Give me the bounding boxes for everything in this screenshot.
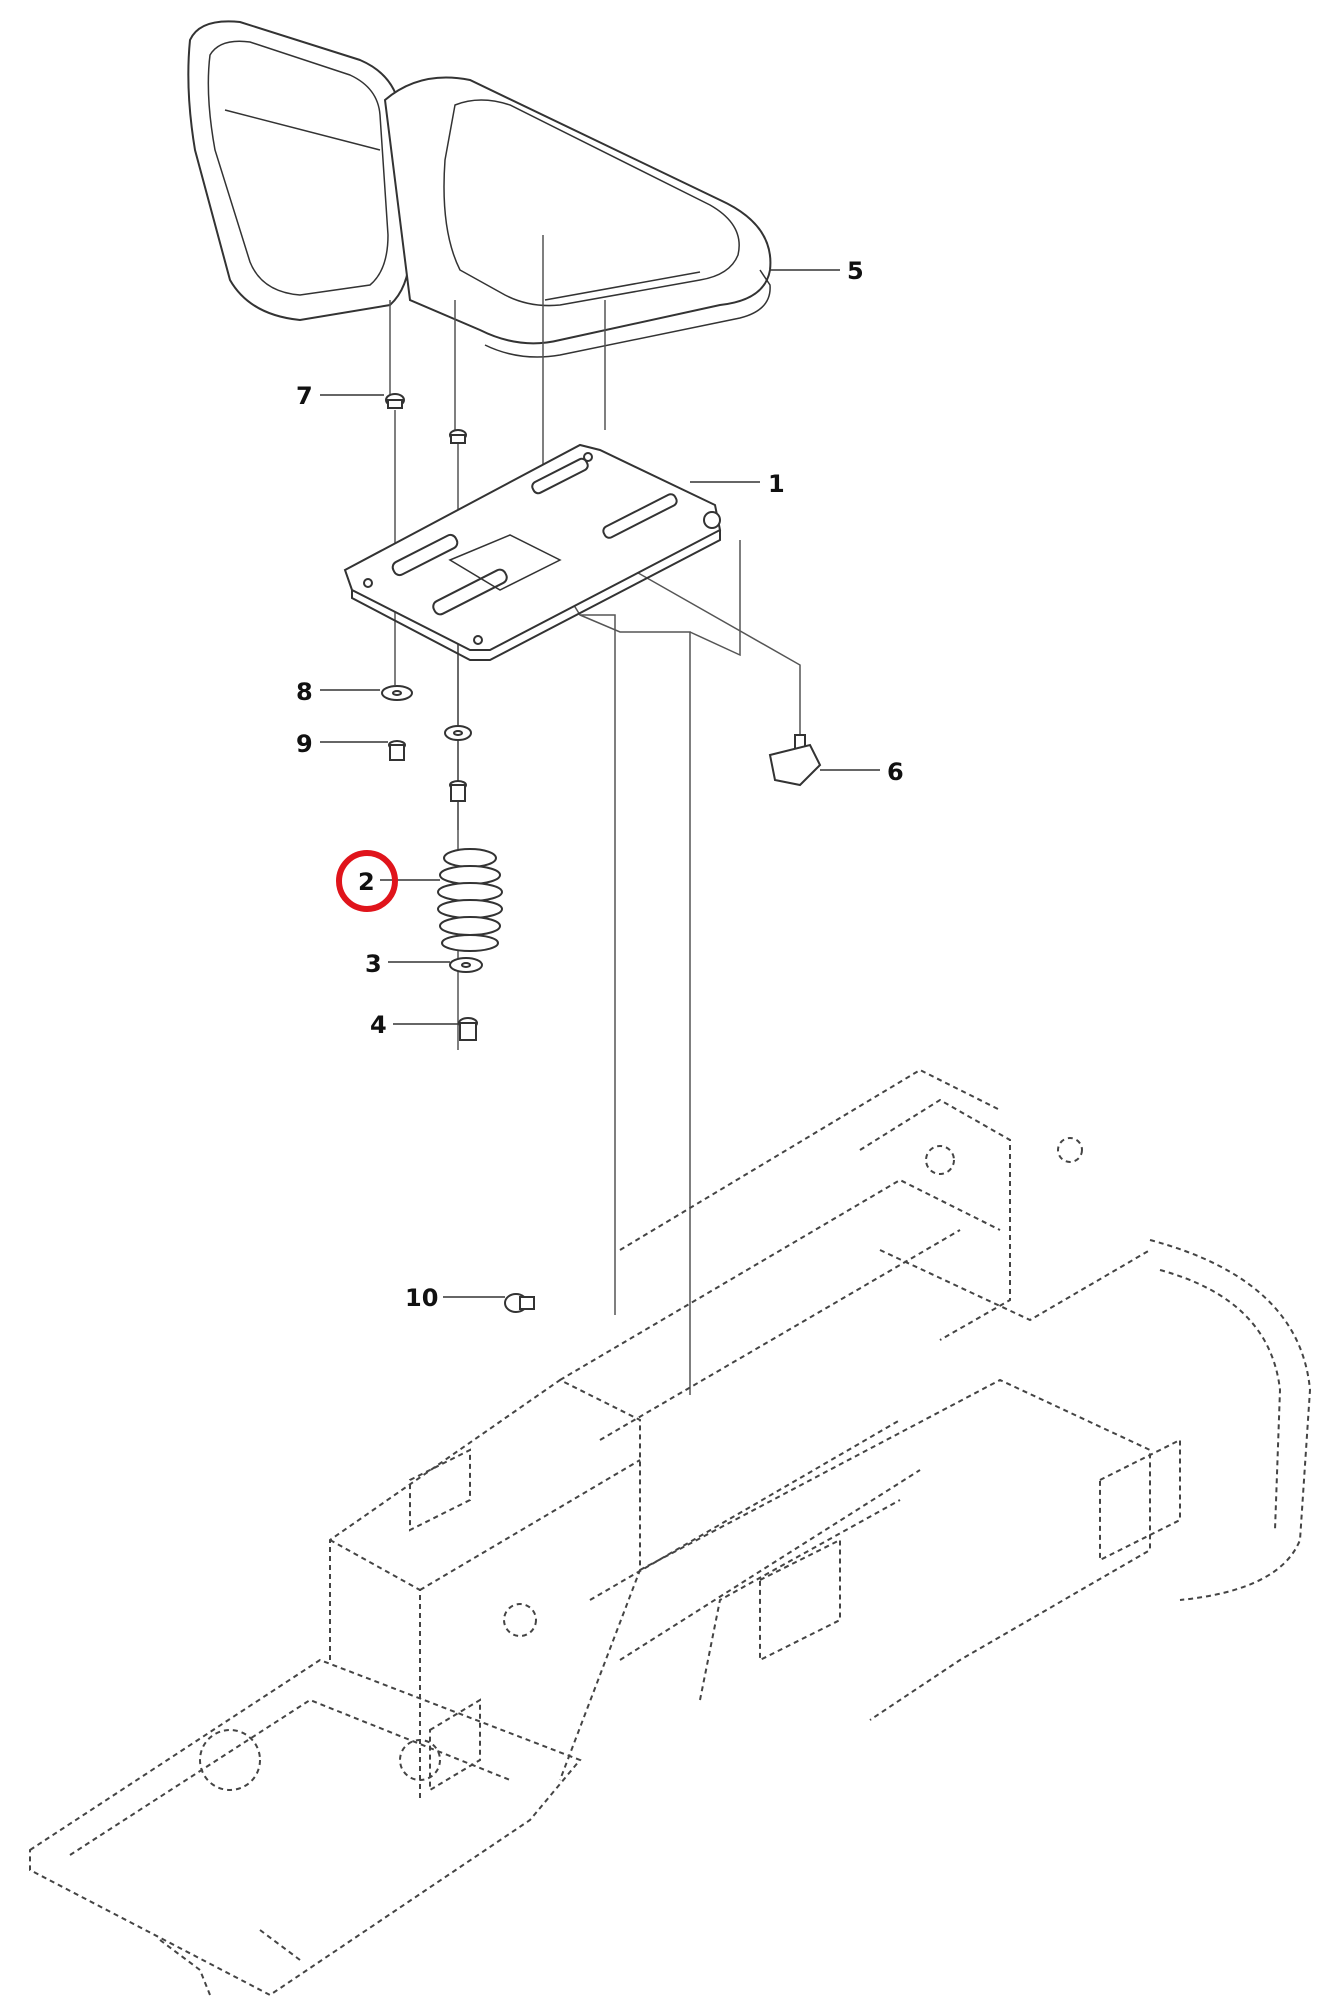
seat — [187, 20, 772, 358]
callout-leaders — [320, 269, 880, 1298]
callout-1: 1 — [768, 470, 785, 498]
seat-plate — [343, 443, 722, 661]
callout-9: 9 — [296, 730, 313, 758]
callout-8: 8 — [296, 678, 313, 706]
seat-switch — [768, 734, 822, 787]
callout-3: 3 — [365, 950, 382, 978]
spring — [437, 848, 503, 952]
washer-3 — [449, 957, 483, 973]
nut-7 — [385, 393, 405, 409]
callout-5: 5 — [847, 257, 864, 285]
nut-top — [449, 429, 467, 444]
bolt-9 — [388, 740, 406, 761]
bolt-4 — [458, 1017, 478, 1041]
chassis-frame — [29, 1068, 1312, 1997]
callout-7: 7 — [296, 382, 313, 410]
highlight-circle — [336, 850, 398, 912]
washer-8 — [381, 685, 413, 701]
callout-labels: 5 1 7 8 9 2 3 4 6 10 — [296, 257, 904, 1312]
bolt-mid — [449, 780, 467, 802]
knob-10 — [504, 1293, 535, 1313]
callout-6: 6 — [887, 758, 904, 786]
callout-4: 4 — [370, 1011, 387, 1039]
washer-mid — [444, 725, 472, 741]
callout-2: 2 — [358, 868, 375, 896]
assembly-lines — [389, 235, 801, 1395]
callout-10: 10 — [405, 1284, 438, 1312]
